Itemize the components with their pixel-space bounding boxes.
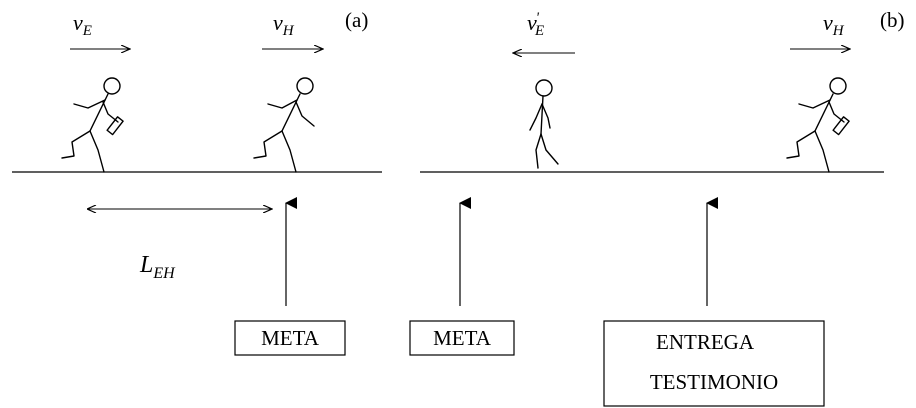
- panel-b-label: (b): [880, 8, 905, 32]
- goal-box-a: [234, 320, 346, 356]
- runner-h-icon: [253, 77, 315, 173]
- handoff-box-line1: ENTREGA: [656, 330, 755, 354]
- handoff-box: [603, 320, 825, 407]
- velocity-h-label: vH: [273, 10, 295, 39]
- distance-label: LEH: [139, 252, 176, 282]
- panel-a: vE vH (a): [12, 8, 382, 356]
- panel-a-label: (a): [345, 8, 368, 32]
- velocity-e-prime-label: v'E: [527, 10, 544, 39]
- goal-box-a-label: META: [261, 326, 320, 350]
- walker-e-icon: [529, 79, 559, 169]
- goal-box-b-label: META: [433, 326, 492, 350]
- runner-e-icon: [61, 77, 124, 173]
- velocity-e-label: vE: [73, 10, 92, 39]
- handoff-box-line2: TESTIMONIO: [650, 370, 778, 394]
- panel-b: v'E vH (b): [409, 8, 905, 407]
- goal-box-b: [409, 320, 515, 356]
- velocity-h-label-b: vH: [823, 10, 845, 39]
- runner-h-baton-icon: [786, 77, 850, 173]
